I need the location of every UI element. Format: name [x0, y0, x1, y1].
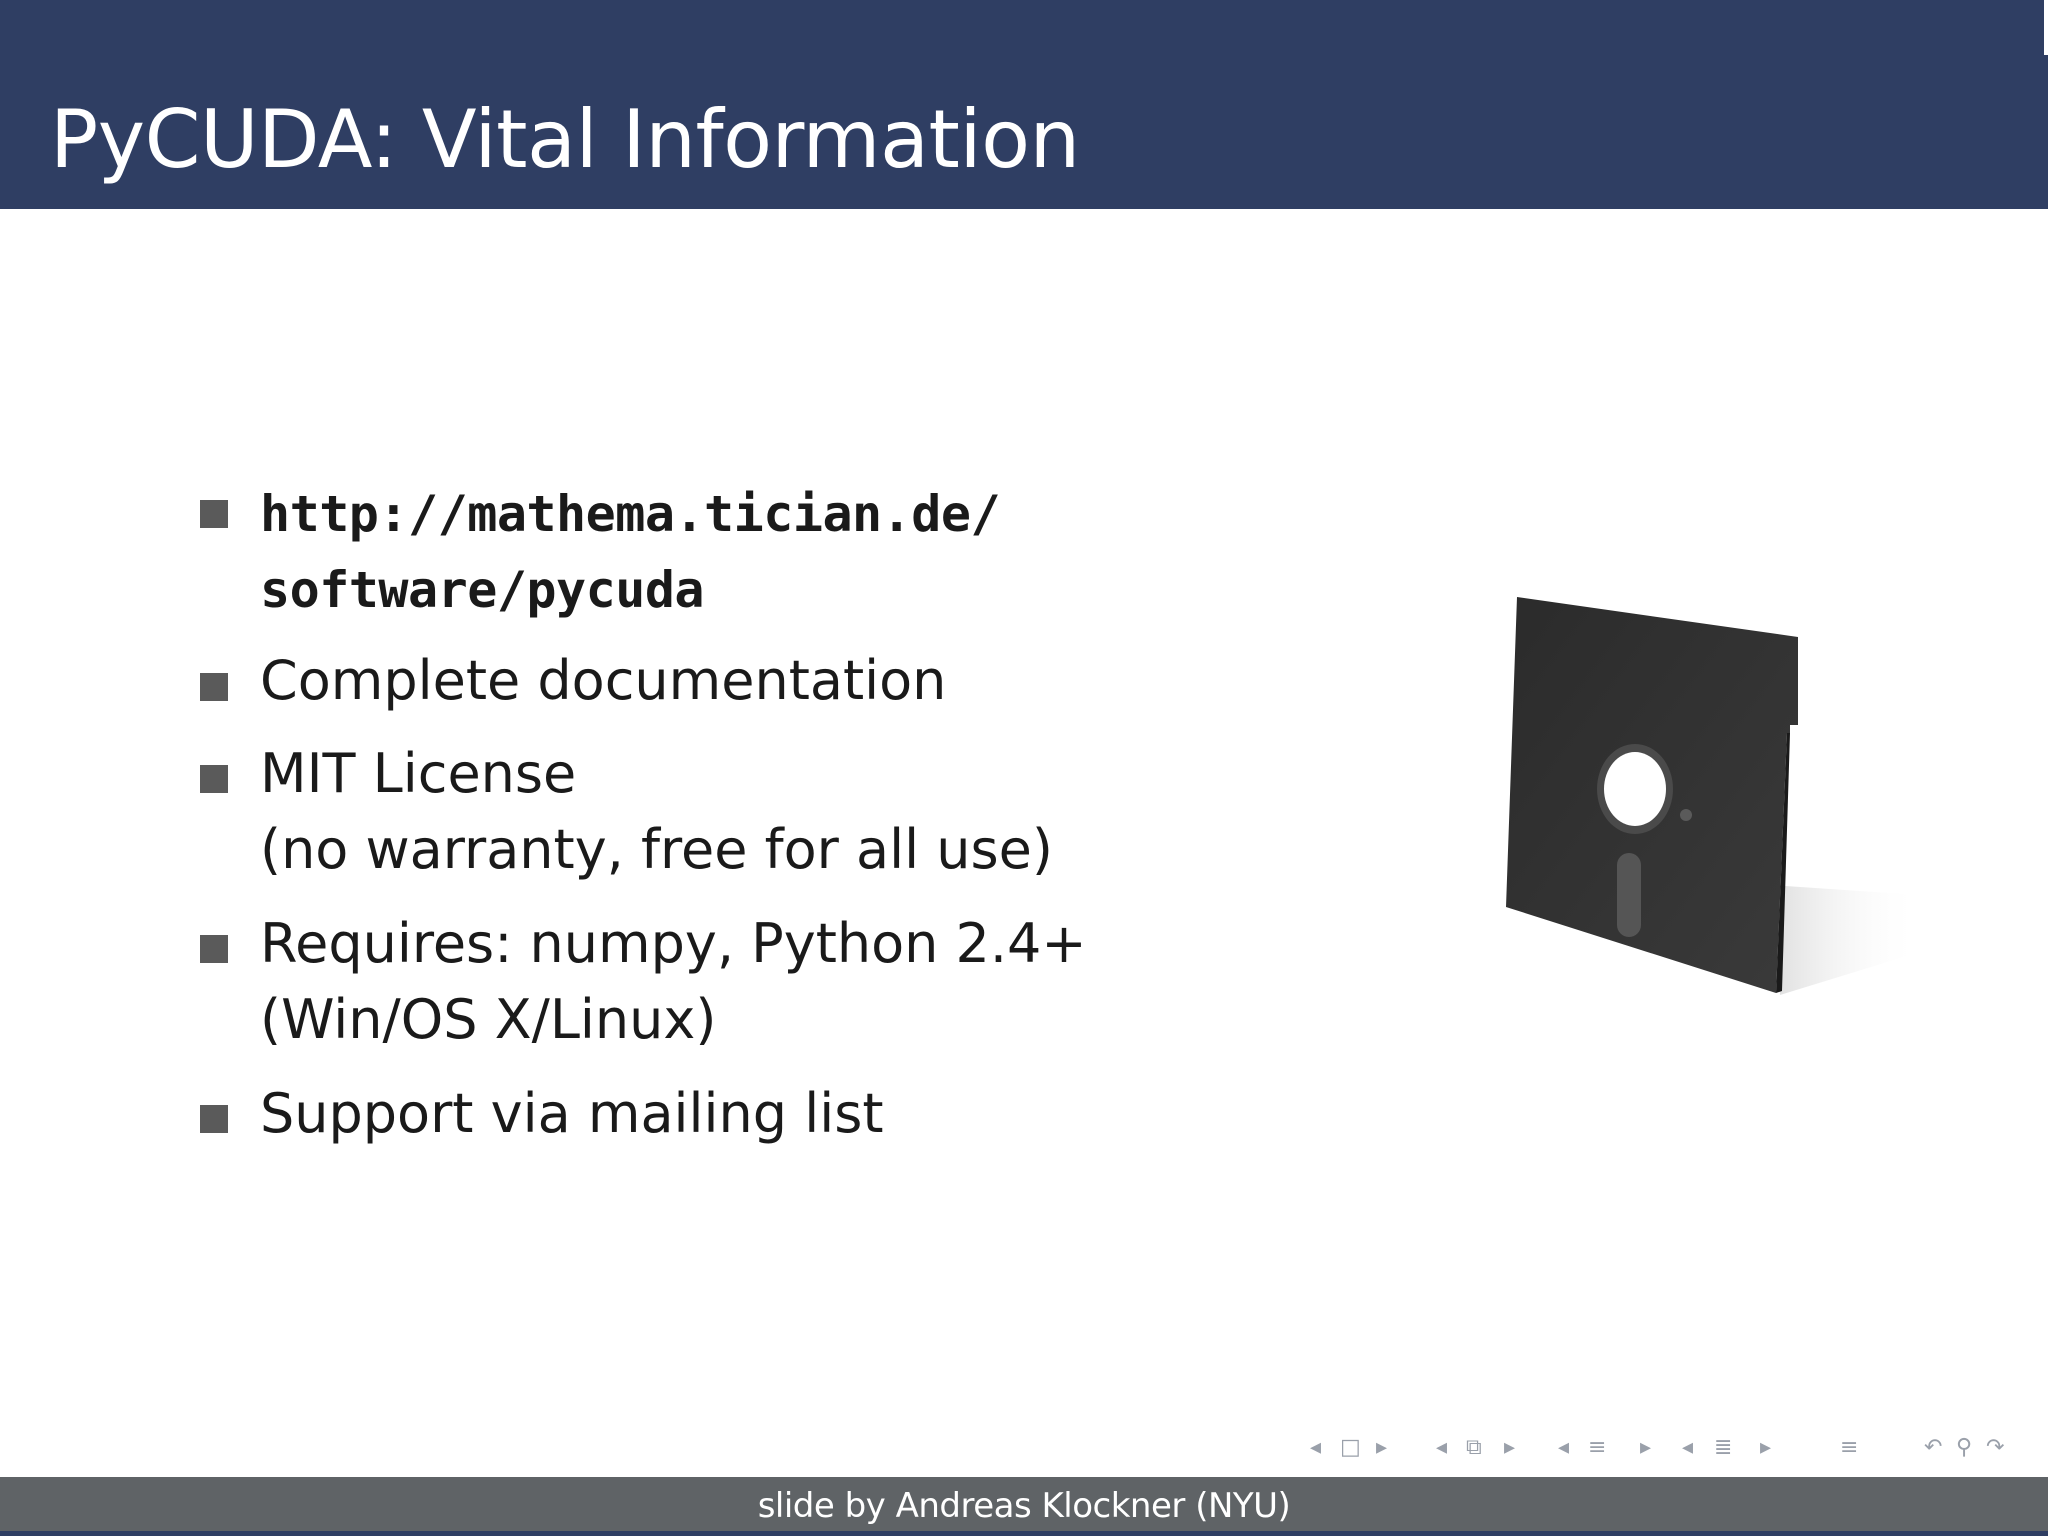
list-item-requires: Requires: numpy, Python 2.4+ [260, 912, 1087, 975]
list-item-license: MIT License [260, 742, 577, 805]
bullet-marker [200, 935, 228, 963]
title-bar [0, 0, 2044, 209]
footer-edge [0, 1531, 2048, 1536]
arrow-right-icon[interactable]: ▸ [1640, 1435, 1652, 1460]
bullet-list: http://mathema.tician.de/ software/pycud… [200, 485, 1087, 1145]
arrow-left-icon[interactable]: ◂ [1682, 1435, 1694, 1460]
footer-bar [0, 1477, 2048, 1536]
arrow-right-icon[interactable]: ▸ [1376, 1435, 1388, 1460]
arrow-left-icon[interactable]: ◂ [1436, 1435, 1448, 1460]
floppy-disk-image [1490, 585, 1930, 1005]
section-icon[interactable]: ≡ [1588, 1435, 1607, 1460]
list-item-url-line2: software/pycuda [260, 561, 705, 619]
floppy-disk-icon [1506, 597, 1920, 995]
arrow-right-icon[interactable]: ▸ [1504, 1435, 1516, 1460]
document-icon[interactable]: ≣ [1714, 1435, 1733, 1460]
footer-credit: slide by Andreas Klockner (NYU) [757, 1486, 1291, 1526]
beamer-navigation: ◂ □ ▸ ◂ ⧉ ▸ ◂ ≡ ▸ ◂ ≣ ▸ ≡ ↶ ⚲ ↷ [1310, 1430, 2040, 1466]
arrow-left-icon[interactable]: ◂ [1558, 1435, 1570, 1460]
forward-icon[interactable]: ↷ [1986, 1435, 2005, 1460]
bullet-marker [200, 765, 228, 793]
arrow-left-icon[interactable]: ◂ [1310, 1435, 1322, 1460]
back-icon[interactable]: ↶ [1924, 1435, 1943, 1460]
slide-title: PyCUDA: Vital Information [50, 93, 1080, 186]
list-item-license-note: (no warranty, free for all use) [260, 818, 1053, 881]
arrow-right-icon[interactable]: ▸ [1760, 1435, 1772, 1460]
toc-icon[interactable]: ≡ [1840, 1435, 1859, 1460]
title-bar-edge [2044, 55, 2048, 209]
list-item-documentation: Complete documentation [260, 649, 947, 712]
list-item-support: Support via mailing list [260, 1082, 884, 1145]
bullet-marker [200, 500, 228, 528]
bullet-marker [200, 1105, 228, 1133]
frame-icon[interactable]: □ [1340, 1435, 1361, 1460]
list-item-platforms: (Win/OS X/Linux) [260, 988, 717, 1051]
list-item-url-line1: http://mathema.tician.de/ [260, 485, 1001, 543]
subsection-icon[interactable]: ⧉ [1466, 1435, 1482, 1460]
search-icon[interactable]: ⚲ [1956, 1435, 1973, 1460]
bullet-marker [200, 673, 228, 701]
